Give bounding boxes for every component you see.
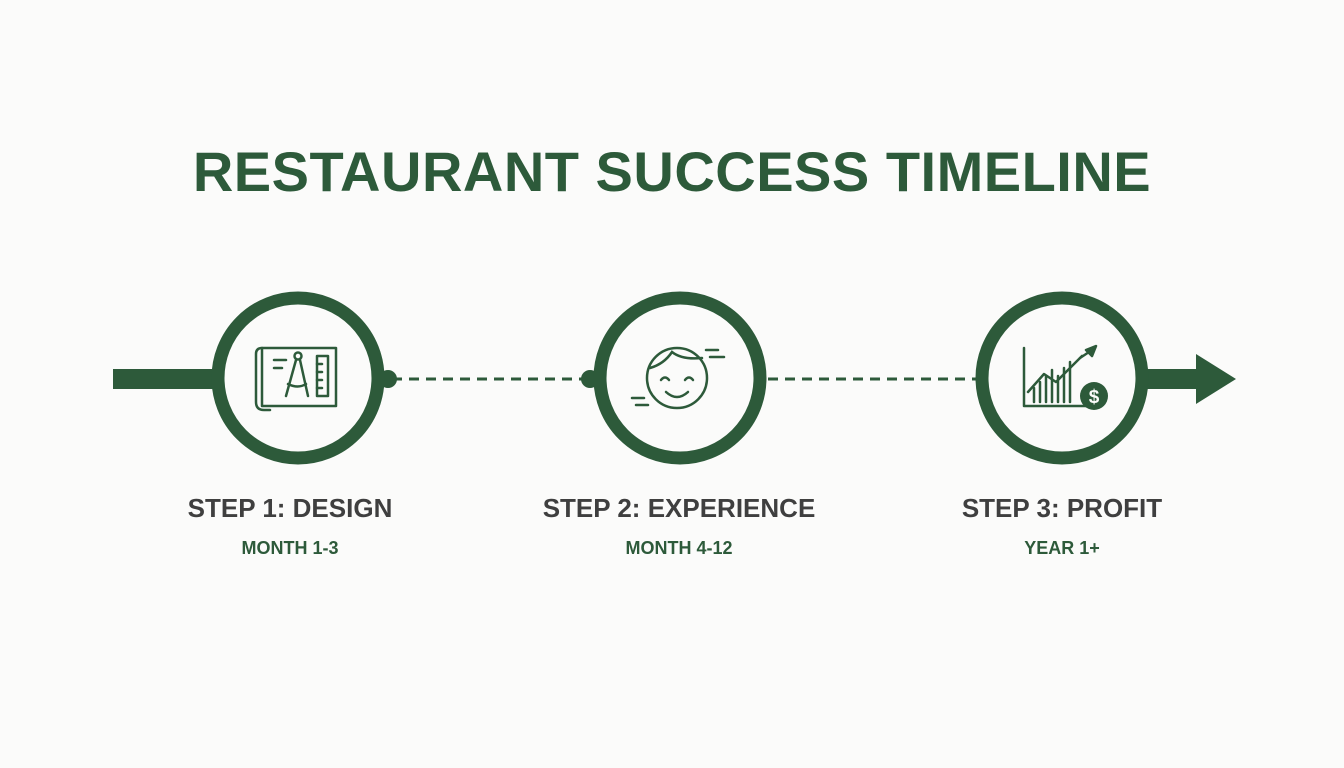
growth-chart-dollar-icon [1022,344,1098,408]
step-1-circle [211,291,385,465]
smiling-face-icon [630,346,726,410]
step-1-label: STEP 1: DESIGN [187,493,393,523]
step-2-label: STEP 2: EXPERIENCE [542,493,816,523]
step-3-circle [975,291,1149,465]
step-3-label: STEP 3: PROFIT [961,493,1163,523]
step-1-period: MONTH 1-3 [241,538,339,558]
step-3-period: YEAR 1+ [1024,538,1100,558]
step-2-circle [593,291,767,465]
step-2-period: MONTH 4-12 [625,538,733,558]
dollar-coin-icon [1080,382,1108,410]
diagram-title: RESTAURANT SUCCESS TIMELINE [192,140,1152,203]
blueprint-compass-icon [254,346,338,412]
timeline-start-bar [113,369,217,389]
dollar-sign-glyph: $ [1089,387,1100,408]
timeline-end-bar [1140,369,1202,389]
timeline-arrowhead [1196,354,1236,404]
